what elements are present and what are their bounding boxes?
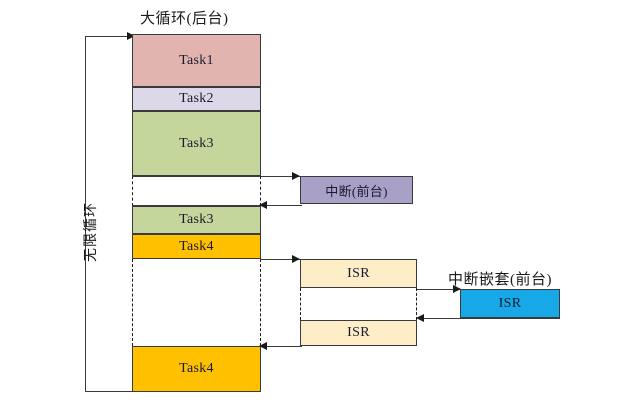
isr-block-label: ISR [347,265,370,281]
arrow-to-nested-isr-head [453,285,461,293]
loop-bracket-top [85,36,130,37]
nested-isr-block: ISR [460,289,560,318]
arrow-to-isr1-line [260,259,300,260]
task-block-label: Task2 [179,91,214,106]
arrow-from-nested-isr-head [416,314,424,322]
arrow-from-nested-isr-line [419,318,560,319]
arrow-to-interrupt-line [260,176,300,177]
infinite-loop-label: 无限循环 [84,202,99,262]
dashed-guide-right-lower [260,259,261,346]
preempt-band-bottom-edge [132,205,261,206]
nested-interrupt-title: 中断嵌套(前台) [448,272,552,288]
interrupt-block: 中断(前台) [300,176,413,204]
task-block-task3-first: Task3 [132,111,261,176]
dashed-guide-isr-right [416,288,417,320]
arrow-from-interrupt-line [262,205,302,206]
loop-bracket-bottom [85,391,132,392]
arrow-to-interrupt-head [292,172,300,180]
task-block-label: Task4 [179,361,214,376]
main-loop-title: 大循环(后台) [140,11,229,27]
isr-block-label: ISR [347,325,370,340]
arrow-to-nested-isr-line [417,289,462,290]
isr-block-first: ISR [300,259,417,288]
interrupt-block-label: 中断(前台) [325,183,388,199]
task-block-label: Task3 [179,135,214,151]
task-block-task4-second: Task4 [132,346,261,392]
task-block-task1: Task1 [132,34,261,87]
arrow-from-isr-to-task4-head [259,342,267,350]
preempt-band-top-edge [132,176,261,177]
task-block-label: Task1 [179,52,214,68]
loop-bracket-arrowhead [127,32,135,40]
loop-bracket-vertical [85,36,86,392]
arrow-to-isr1-head [292,255,300,263]
dashed-guide-left-upper [132,176,133,206]
nested-isr-block-label: ISR [498,295,522,311]
task-block-task4-first: Task4 [132,234,261,259]
isr-block-second: ISR [300,320,417,346]
task-block-label: Task3 [179,212,214,227]
dashed-guide-left-lower [132,259,133,346]
task-block-label: Task4 [179,238,214,254]
task-block-task3-second: Task3 [132,206,261,234]
dashed-guide-right-upper [260,176,261,206]
dashed-guide-isr-left [300,288,301,320]
arrow-from-interrupt-head [259,201,267,209]
arrow-from-isr-to-task4-line [262,346,302,347]
task-block-task2: Task2 [132,87,261,111]
